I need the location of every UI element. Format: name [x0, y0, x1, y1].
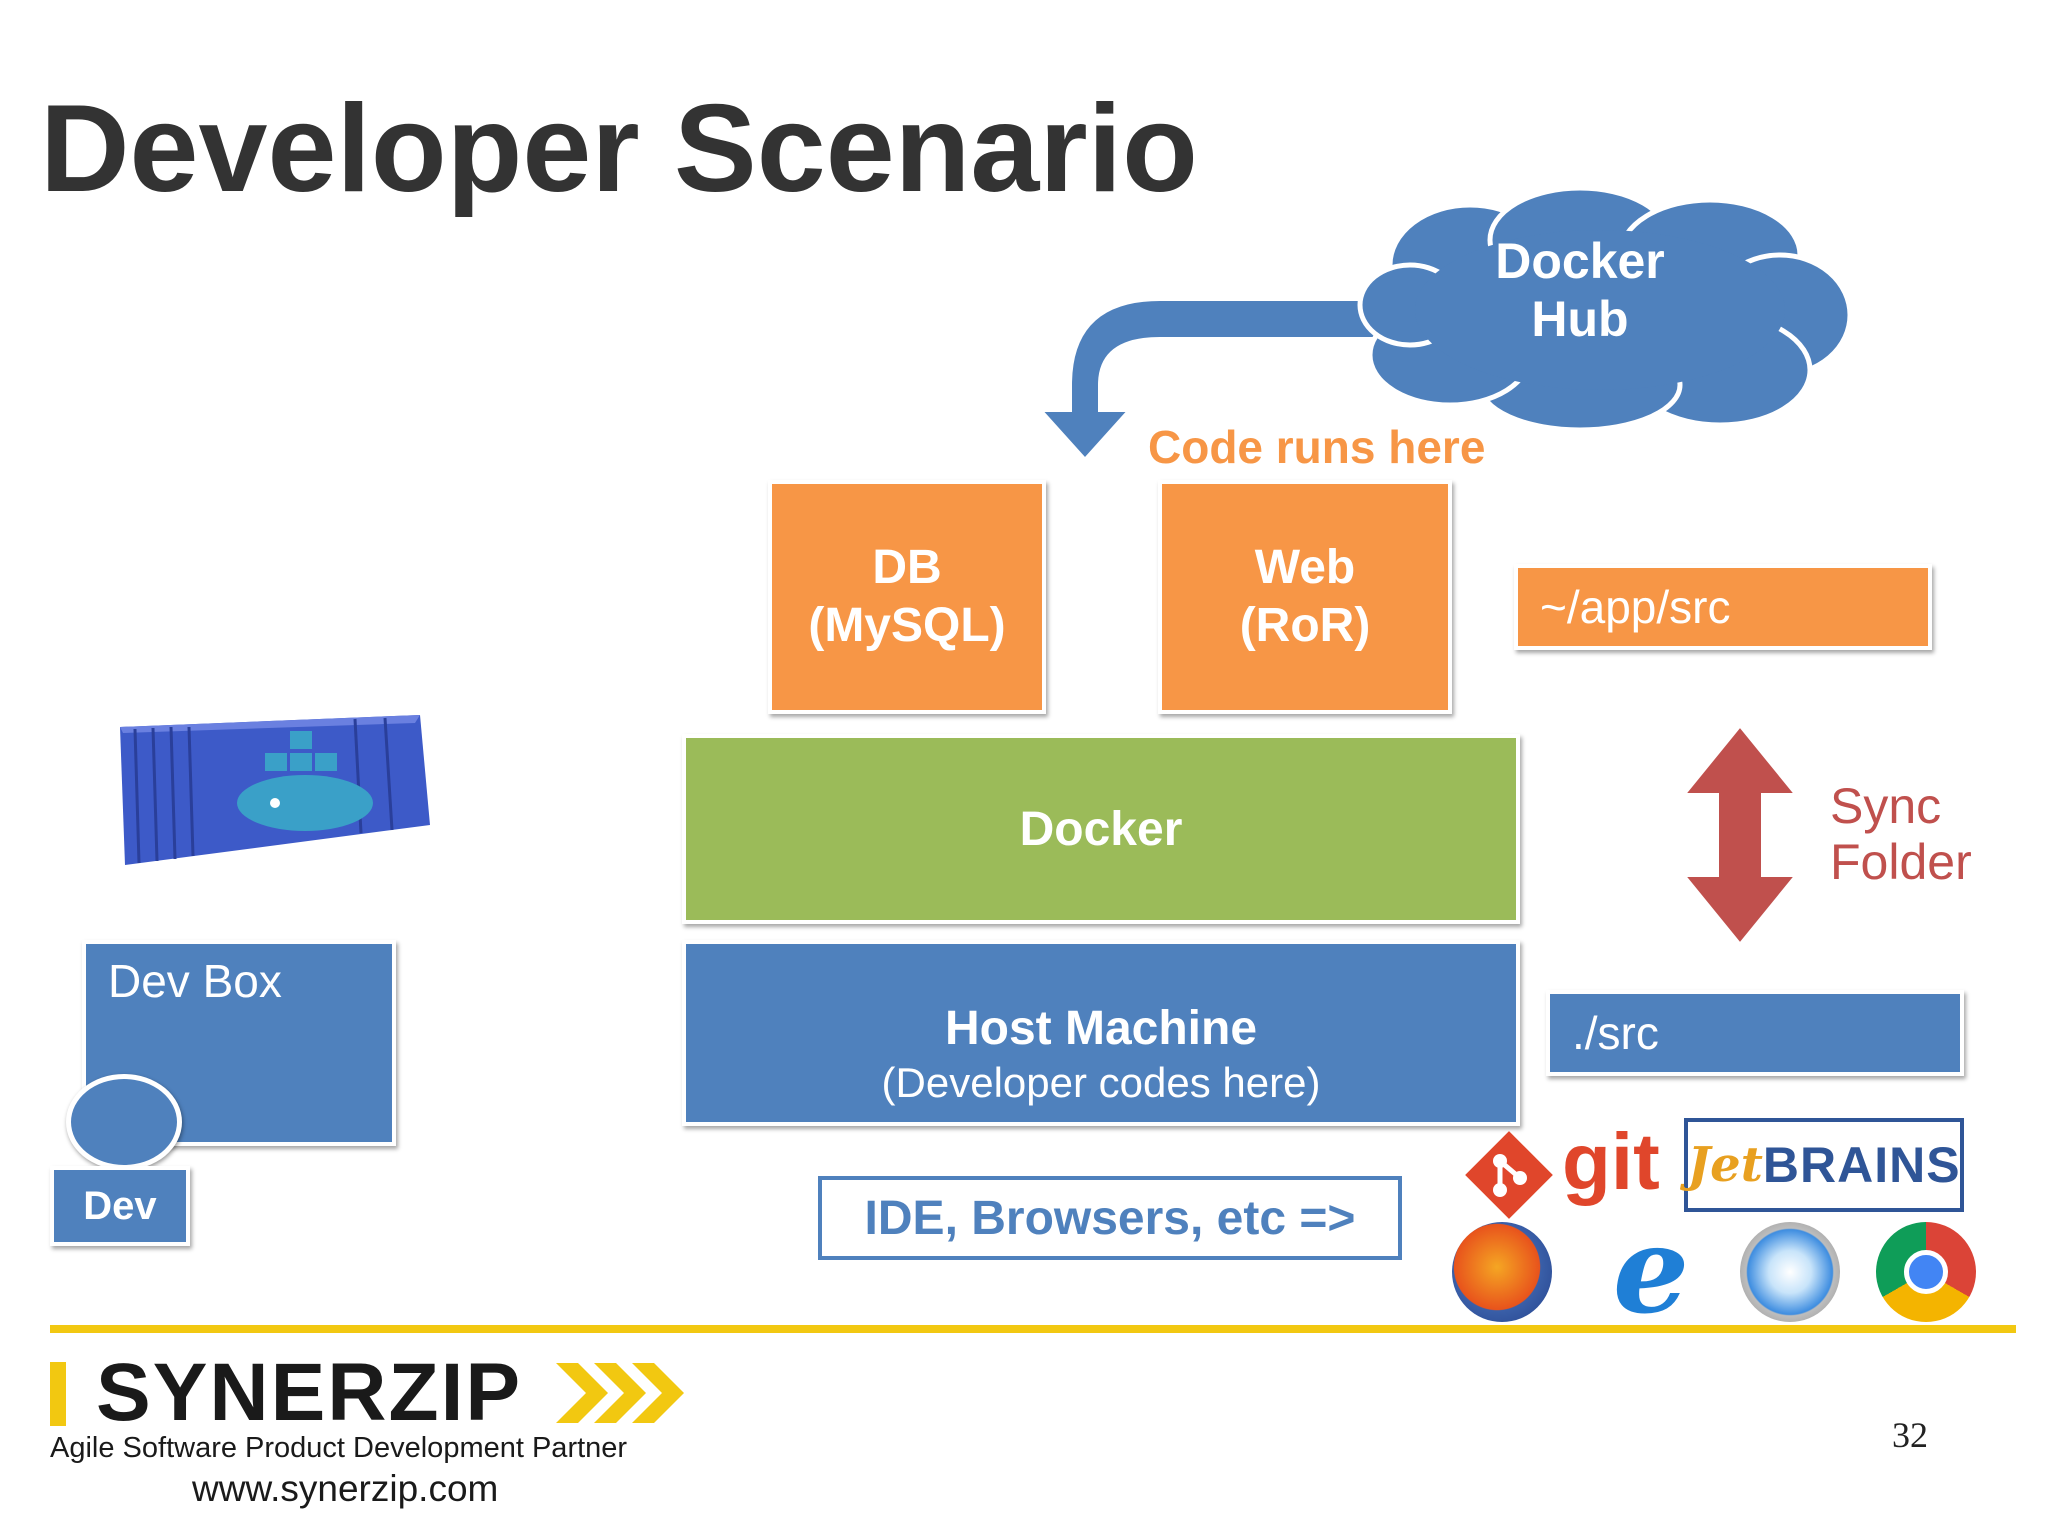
- dev-label: Dev: [83, 1183, 157, 1228]
- person-head-icon: [66, 1074, 182, 1170]
- internet-explorer-icon: e: [1612, 1200, 1690, 1341]
- docker-hub-line2: Hub: [1531, 291, 1629, 347]
- app-src-path-box: ~/app/src: [1514, 564, 1932, 650]
- docker-layer-label: Docker: [1019, 802, 1183, 856]
- db-box-line2: (MySQL): [808, 599, 1006, 652]
- sync-folder-line1: Sync: [1830, 778, 1942, 834]
- sync-folder-line2: Folder: [1830, 834, 1972, 890]
- shipping-container-icon: [120, 715, 430, 865]
- code-runs-here-label: Code runs here: [1148, 421, 1486, 473]
- jetbrains-wordmark: BRAINS: [1762, 1137, 1961, 1193]
- double-arrow-icon: [1678, 721, 1802, 949]
- git-logo-icon: [1465, 1131, 1553, 1219]
- page-number: 32: [1892, 1415, 1928, 1455]
- docker-hub-line1: Docker: [1495, 233, 1665, 289]
- web-box-line1: Web: [1254, 541, 1356, 594]
- chevrons-icon: [556, 1363, 684, 1423]
- db-container-box: DB (MySQL): [768, 480, 1046, 714]
- synerzip-logo: SYNERZIP: [96, 1347, 523, 1438]
- local-src-path-box: ./src: [1546, 990, 1964, 1076]
- sync-folder-label: Sync Folder: [1830, 778, 1972, 890]
- footer-divider: [50, 1325, 2016, 1333]
- web-box-line2: (RoR): [1239, 599, 1371, 652]
- chrome-icon: [1876, 1222, 1976, 1322]
- synerzip-url[interactable]: www.synerzip.com: [192, 1468, 499, 1509]
- logo-bar: [50, 1362, 66, 1426]
- firefox-icon: [1452, 1222, 1552, 1322]
- app-src-label: ~/app/src: [1540, 581, 1731, 633]
- local-src-label: ./src: [1572, 1007, 1659, 1059]
- ide-browsers-label: IDE, Browsers, etc =>: [864, 1191, 1356, 1245]
- host-machine-title: Host Machine: [944, 1002, 1258, 1055]
- jetbrains-script: Jet: [1687, 1137, 1763, 1193]
- cloud-icon: [1357, 185, 1853, 433]
- safari-icon: [1740, 1222, 1840, 1322]
- dev-box-label: Dev Box: [108, 955, 282, 1007]
- git-wordmark: git: [1562, 1117, 1660, 1206]
- docker-hub-label: Docker Hub: [1440, 232, 1720, 348]
- synerzip-tagline: Agile Software Product Development Partn…: [50, 1432, 628, 1464]
- docker-layer-box: Docker: [682, 734, 1520, 924]
- host-machine-box: Host Machine (Developer codes here): [682, 940, 1520, 1126]
- web-container-box: Web (RoR): [1158, 480, 1452, 714]
- dev-person-label-box: Dev: [50, 1166, 190, 1246]
- ide-browsers-box: IDE, Browsers, etc =>: [818, 1176, 1402, 1260]
- db-box-line1: DB: [872, 541, 942, 594]
- page-title: Developer Scenario: [40, 80, 1198, 218]
- curved-arrow-icon: [1035, 297, 1382, 463]
- jetbrains-logo-icon: Jet BRAINS: [1684, 1118, 1964, 1212]
- host-machine-subtitle: (Developer codes here): [881, 1059, 1321, 1106]
